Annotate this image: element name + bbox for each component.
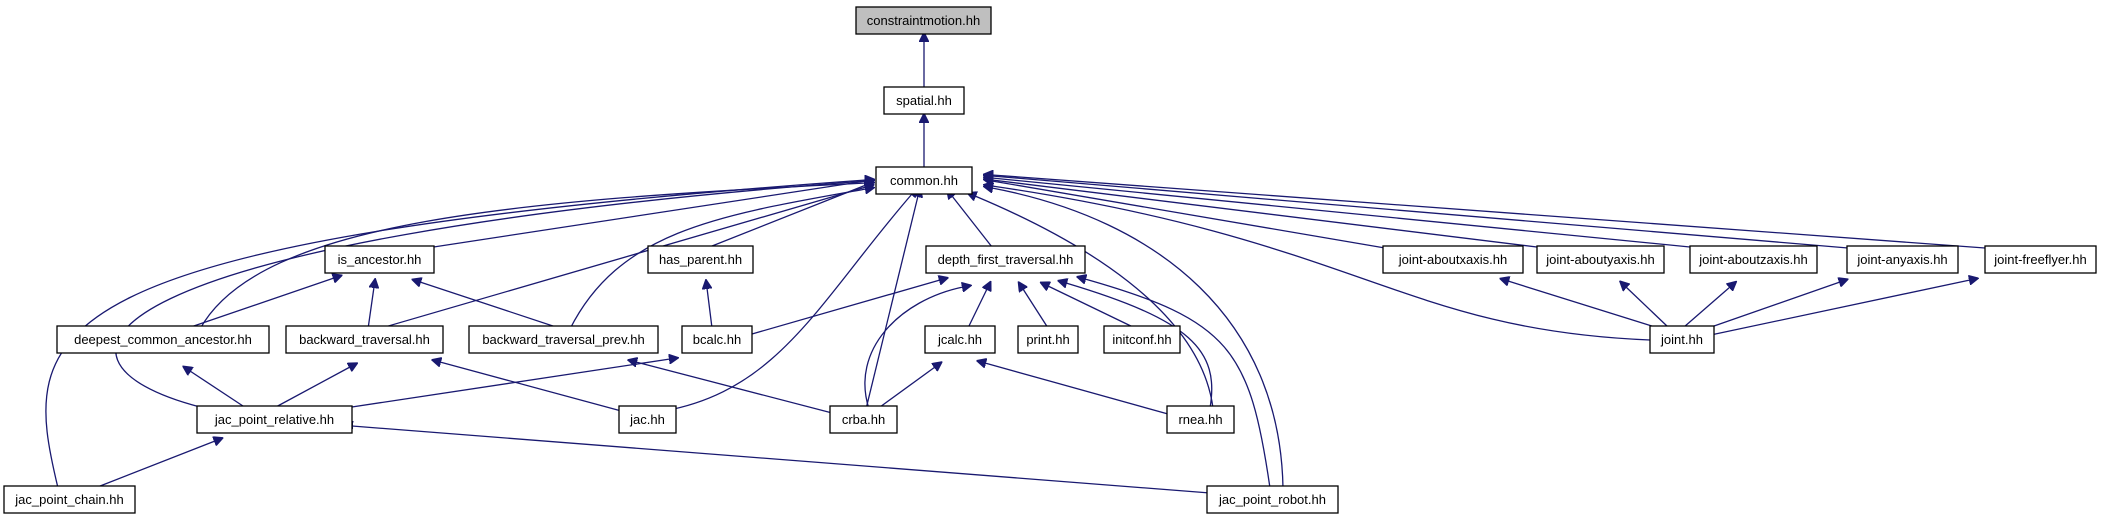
edge-backward-traversal-prev-to-common [569,189,866,330]
edge-crba-to-common [865,196,918,410]
edge-joint-aboutzaxis-to-common [992,178,1701,249]
edge-joint-anyaxis-to-common [992,176,1849,249]
node-label: constraintmotion.hh [867,13,980,28]
node-label: spatial.hh [896,93,952,108]
node-label: jac.hh [629,412,665,427]
node-rnea[interactable]: rnea.hh [1166,405,1235,434]
node-label: joint-aboutxaxis.hh [1398,252,1507,267]
node-jac-point-robot[interactable]: jac_point_robot.hh [1206,485,1339,514]
edge-jcalc-to-depth-first-traversal [967,289,987,329]
node-jcalc[interactable]: jcalc.hh [924,325,996,354]
edge-joint-to-joint-anyaxis [1693,282,1840,334]
edge-joint-to-joint-aboutyaxis [1626,287,1669,328]
node-label: joint-freeflyer.hh [1993,252,2087,267]
node-label: initconf.hh [1112,332,1171,347]
node-label: backward_traversal_prev.hh [482,332,644,347]
edge-is-ancestor-to-common [413,181,866,251]
edge-jac-point-robot-to-jac-point-relative [352,426,1211,494]
edge-deepest-common-ancestor-to-is-ancestor [184,278,334,330]
node-label: jac_point_chain.hh [14,492,123,507]
edge-joint-to-joint-freeflyer [1705,280,1970,337]
node-label: joint-aboutyaxis.hh [1545,252,1654,267]
node-backward-traversal-prev[interactable]: backward_traversal_prev.hh [468,325,659,354]
node-spatial[interactable]: spatial.hh [883,86,965,115]
edge-rnea-to-common [975,196,1214,409]
edge-jac-to-backward-traversal [440,362,626,413]
node-backward-traversal[interactable]: backward_traversal.hh [285,325,444,354]
node-label: is_ancestor.hh [338,252,422,267]
edge-jac-point-relative-to-common [115,181,866,408]
node-joint-aboutxaxis[interactable]: joint-aboutxaxis.hh [1382,245,1524,274]
edge-jac-point-robot-to-depth-first-traversal [1085,279,1271,489]
edge-initconf-to-depth-first-traversal [1048,286,1136,329]
node-deepest-common-ancestor[interactable]: deepest_common_ancestor.hh [56,325,270,354]
edge-jac-point-chain-to-jac-point-relative [94,441,215,489]
edge-jac-point-chain-to-common [45,180,866,489]
edge-backward-traversal-prev-to-is-ancestor [420,282,563,330]
node-label: print.hh [1026,332,1069,347]
edge-jac-point-relative-to-deepest-common-ancestor [190,371,247,409]
node-jac-point-relative[interactable]: jac_point_relative.hh [196,405,353,434]
node-print[interactable]: print.hh [1017,325,1079,354]
edge-jac-point-robot-to-common [992,188,1284,489]
node-label: backward_traversal.hh [299,332,430,347]
edge-backward-traversal-to-is-ancestor [367,287,374,330]
node-crba[interactable]: crba.hh [829,405,898,434]
edge-bcalc-to-has-parent [707,288,713,329]
edge-has-parent-to-common [706,185,866,249]
node-jac[interactable]: jac.hh [618,405,677,434]
edge-joint-to-common [992,186,1651,341]
edge-joint-to-joint-aboutxaxis [1508,281,1656,328]
edge-crba-to-jcalc [879,367,935,408]
node-label: crba.hh [842,412,885,427]
node-jac-point-chain[interactable]: jac_point_chain.hh [3,485,136,514]
edge-backward-traversal-to-common [377,187,866,330]
node-label: rnea.hh [1178,412,1222,427]
edge-jac-point-relative-to-bcalc [331,359,670,411]
edge-print-to-depth-first-traversal [1023,289,1049,329]
node-has-parent[interactable]: has_parent.hh [647,245,754,274]
node-label: joint-aboutzaxis.hh [1698,252,1807,267]
node-joint-aboutyaxis[interactable]: joint-aboutyaxis.hh [1536,245,1665,274]
node-label: deepest_common_ancestor.hh [74,332,252,347]
node-common[interactable]: common.hh [875,166,973,195]
node-joint-anyaxis[interactable]: joint-anyaxis.hh [1846,245,1959,274]
edge-crba-to-backward-traversal-prev [636,362,837,415]
edge-jac-point-relative-to-backward-traversal [273,367,350,409]
edge-crba-to-depth-first-traversal [864,287,963,410]
node-label: joint-anyaxis.hh [1856,252,1947,267]
node-label: has_parent.hh [659,252,742,267]
node-depth-first-traversal[interactable]: depth_first_traversal.hh [925,245,1086,274]
node-joint[interactable]: joint.hh [1649,325,1715,354]
node-label: jac_point_relative.hh [214,412,334,427]
edge-depth-first-traversal-to-common [952,196,993,248]
node-label: bcalc.hh [693,332,741,347]
node-joint-freeflyer[interactable]: joint-freeflyer.hh [1984,245,2097,274]
edge-joint-aboutyaxis-to-common [992,180,1546,249]
edge-rnea-to-jcalc [985,363,1169,415]
node-label: joint.hh [1660,332,1703,347]
edge-bcalc-to-depth-first-traversal [751,280,940,335]
node-label: jcalc.hh [937,332,982,347]
node-joint-aboutzaxis[interactable]: joint-aboutzaxis.hh [1689,245,1818,274]
edge-joint-aboutxaxis-to-common [992,181,1386,249]
node-label: common.hh [890,173,958,188]
node-initconf[interactable]: initconf.hh [1103,325,1181,354]
node-bcalc[interactable]: bcalc.hh [681,325,753,354]
edge-joint-freeflyer-to-common [992,175,1986,249]
edge-rnea-to-depth-first-traversal [1066,283,1213,409]
node-label: depth_first_traversal.hh [938,252,1074,267]
node-label: jac_point_robot.hh [1218,492,1326,507]
node-constraintmotion[interactable]: constraintmotion.hh [855,6,992,35]
edge-jac-to-common [663,194,912,412]
edge-joint-to-joint-aboutzaxis [1683,287,1730,328]
node-is-ancestor[interactable]: is_ancestor.hh [324,245,435,274]
